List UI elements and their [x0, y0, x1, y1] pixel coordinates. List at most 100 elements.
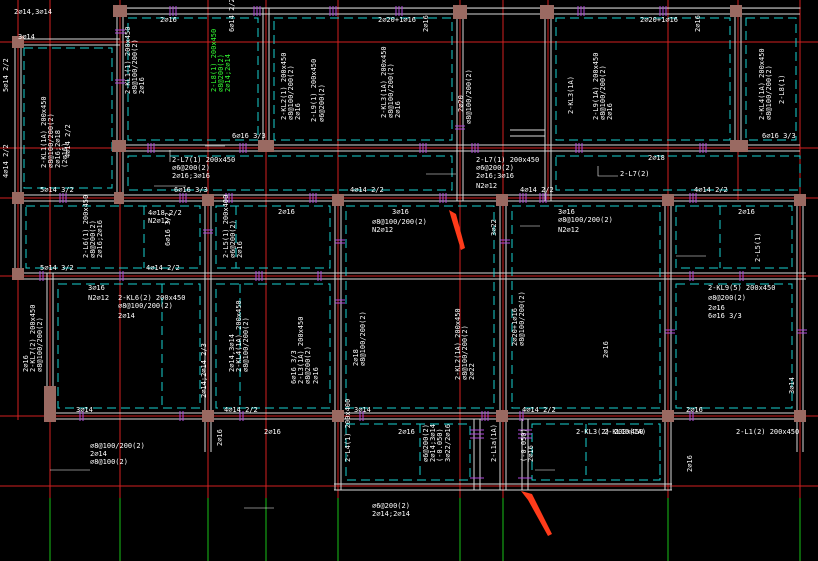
annotation-label: ⌀8@100/200(2)	[359, 311, 367, 366]
annotation-label: 2⌀22	[468, 363, 476, 380]
column	[112, 140, 126, 152]
annotation-label: (-0.050)	[520, 428, 528, 462]
annotation-label: 2⌀16	[312, 367, 320, 384]
annotation-label: 2⌀16	[264, 428, 281, 436]
annotation-label: ⌀6@200(2)	[476, 164, 514, 172]
annotation-label: 2⌀16	[686, 455, 694, 472]
annotation-label: ⌀8@200(2)	[217, 54, 225, 92]
annotation-label: 3⌀14	[354, 406, 371, 414]
annotation-label: ⌀8@100/200(2)	[387, 63, 395, 118]
annotation-label: 2-L3(1A) 200x450	[297, 317, 305, 384]
dashed-outline	[675, 283, 793, 409]
column	[496, 410, 508, 422]
annotation-label: 2⌀18	[648, 154, 665, 162]
annotation-label: 2⌀14;2⌀14	[224, 54, 232, 92]
annotation-label: 4⌀14 2/2	[522, 406, 556, 414]
annotation-label: ⌀6@200(2)	[229, 220, 237, 258]
annotation-label: N2⌀12	[372, 226, 393, 234]
annotation-label: 6⌀16 3/3	[708, 312, 742, 320]
annotation-label: 6⌀16 3/3	[232, 132, 266, 140]
annotation-label: 4⌀18 2/2	[148, 209, 182, 217]
column	[12, 192, 24, 204]
annotation-label: 6⌀16 3/2	[164, 212, 172, 246]
column	[202, 194, 214, 206]
annotation-label: ⌀8@200(2)	[708, 294, 746, 302]
annotation-label: 3⌀22	[490, 219, 498, 236]
annotation-label: 2⌀16	[394, 101, 402, 118]
annotation-label: ⌀8@100/200(2)	[287, 65, 295, 120]
dashed-outline	[23, 47, 113, 189]
annotation-label: ⌀8@100/200(2)	[372, 218, 427, 226]
annotation-label: ⌀8@100/200(2)	[461, 325, 469, 380]
annotation-label: 2-KL2(1A) 200x450	[454, 308, 462, 380]
dashed-outline	[555, 17, 731, 141]
annotation-label: 4⌀14 2/2	[520, 186, 554, 194]
column	[453, 5, 467, 19]
column	[540, 5, 554, 19]
annotation-label: 2-KL3(2) 200x450	[576, 428, 643, 436]
rebar-ticks	[39, 6, 807, 479]
annotation-label: 2⌀16;3⌀16	[476, 172, 514, 180]
arrow-pointer	[521, 491, 552, 536]
annotation-label: ⌀8@100/200(2)	[118, 302, 173, 310]
annotation-label: 2⌀18	[352, 349, 360, 366]
annotation-label: 2⌀16	[422, 15, 430, 32]
annotation-label: 2⌀14;3⌀14	[429, 424, 437, 462]
annotation-label: 2⌀16	[138, 77, 146, 94]
annotation-label: 2⌀16	[738, 208, 755, 216]
tick-marks	[39, 271, 744, 281]
annotation-label: 6⌀16 3/3	[174, 186, 208, 194]
annotation-label: 2⌀14,3⌀14	[14, 8, 52, 16]
annotation-label: 2-L7(2)	[620, 170, 650, 178]
annotation-label: 2-L6(1) 200x450	[82, 195, 90, 258]
column	[332, 194, 344, 206]
column	[202, 410, 214, 422]
annotation-label: (2⌀16)	[61, 143, 69, 168]
annotation-label: 6⌀16 3/3	[290, 350, 298, 384]
annotation-label: 2-L4(1) 200x400	[344, 399, 352, 462]
annotation-label: 4⌀14 2/2	[694, 186, 728, 194]
annotation-label: 2⌀14;2⌀14	[372, 510, 410, 518]
annotation-label: 2-KL6(2) 200x450	[118, 294, 185, 302]
annotation-label: 2⌀20+1⌀16	[640, 16, 678, 24]
annotation-label: 3⌀16	[88, 284, 105, 292]
annotation-label: 2⌀16;2⌀16	[96, 220, 104, 258]
annotation-label: 2-KL7(2) 200x450	[29, 305, 37, 372]
annotation-label: 2⌀16	[686, 406, 703, 414]
annotation-label: ⌀8@100(2)	[90, 458, 128, 466]
annotation-label: 2-KL1(1) 200x450	[124, 27, 132, 94]
annotation-label: 2-KL4(1A) 200x450	[758, 48, 766, 120]
leader-lines	[50, 145, 706, 509]
annotation-label: (-0.050)	[436, 428, 444, 462]
annotation-label: 6⌀16 3/3	[762, 132, 796, 140]
annotation-label: 4⌀14 2/2	[350, 186, 384, 194]
annotation-label: N2⌀12	[476, 182, 497, 190]
column	[12, 36, 24, 48]
annotation-label: 2⌀16	[160, 16, 177, 24]
dashed-outline	[127, 17, 259, 141]
annotation-label: 2⌀16	[398, 428, 415, 436]
annotation-label: ⌀8@100/200(2)	[36, 317, 44, 372]
annotation-label: 2⌀16	[294, 103, 302, 120]
annotation-label: ⌀8@100/200(2)	[765, 65, 773, 120]
annotation-label: ⌀8@100/200(2)	[558, 216, 613, 224]
annotation-label: 2-L8(1)	[778, 74, 786, 104]
annotation-label: ⌀8@100/200(2)	[465, 69, 473, 124]
dashed-outline	[25, 205, 201, 269]
dashed-outline	[555, 155, 801, 191]
annotation-label: 4⌀14 2/2	[64, 124, 72, 158]
annotation-label: 2⌀20+1⌀16	[378, 16, 416, 24]
annotation-label: ⌀6@200(2)	[318, 84, 326, 122]
annotation-label: 2-KL2(1) 200x450	[280, 53, 288, 120]
annotation-label: 2⌀16;3⌀16	[172, 172, 210, 180]
annotation-label: 2⌀16	[236, 241, 244, 258]
red-arrows	[449, 210, 552, 536]
annotation-label: 2-KL9(5) 200x450	[708, 284, 775, 292]
annotation-label: 5⌀14 2/2	[2, 58, 10, 92]
annotation-label: 2-L1(2) 200x450	[736, 428, 799, 436]
annotation-label: N2⌀12	[148, 217, 169, 225]
annotation-label: 2-KL10(1A)	[604, 428, 646, 436]
annotation-label: 4⌀14 2/2	[2, 144, 10, 178]
